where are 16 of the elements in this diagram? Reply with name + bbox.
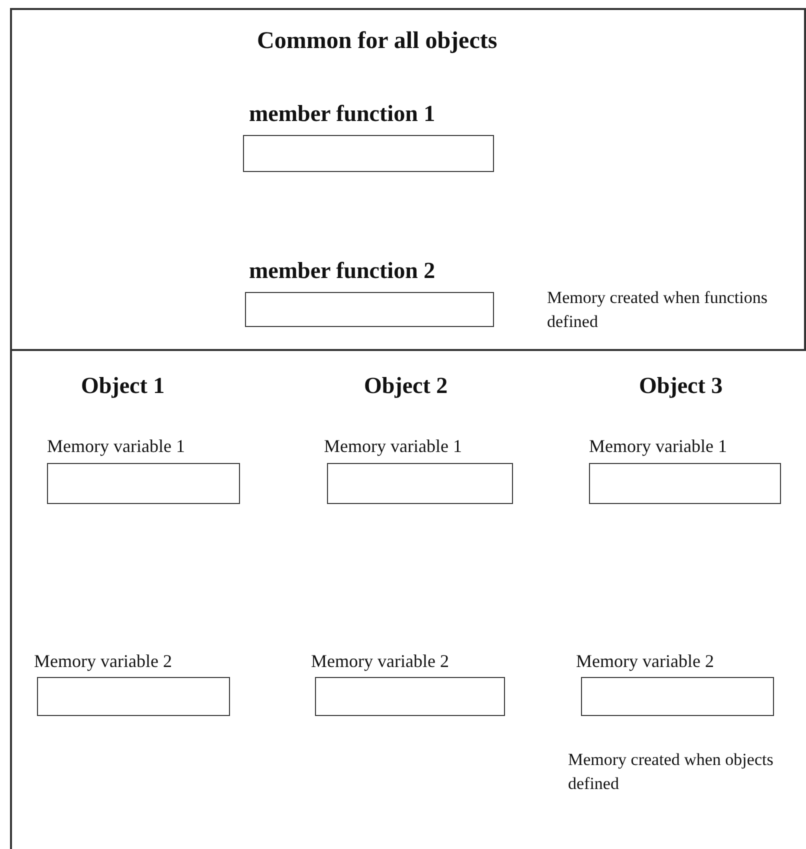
object-heading: Object 2 <box>364 373 448 399</box>
object-heading: Object 3 <box>639 373 723 399</box>
note-text: Memory created when functions defined <box>547 287 768 333</box>
memory-label: member function 1 <box>249 101 436 127</box>
memory-label: Memory variable 2 <box>576 651 715 672</box>
memory-label: Memory variable 2 <box>311 651 450 672</box>
memory-label: Memory variable 1 <box>47 436 186 457</box>
note-text: Memory created when objects defined <box>568 749 774 795</box>
section-heading: Common for all objects <box>257 28 498 55</box>
memory-label: Memory variable 1 <box>589 436 728 457</box>
memory-label: member function 2 <box>249 258 436 284</box>
memory-label: Memory variable 1 <box>324 436 463 457</box>
section-panel <box>10 349 806 849</box>
object-heading: Object 1 <box>81 373 165 399</box>
section-panel <box>10 8 806 351</box>
memory-label: Memory variable 2 <box>34 651 173 672</box>
